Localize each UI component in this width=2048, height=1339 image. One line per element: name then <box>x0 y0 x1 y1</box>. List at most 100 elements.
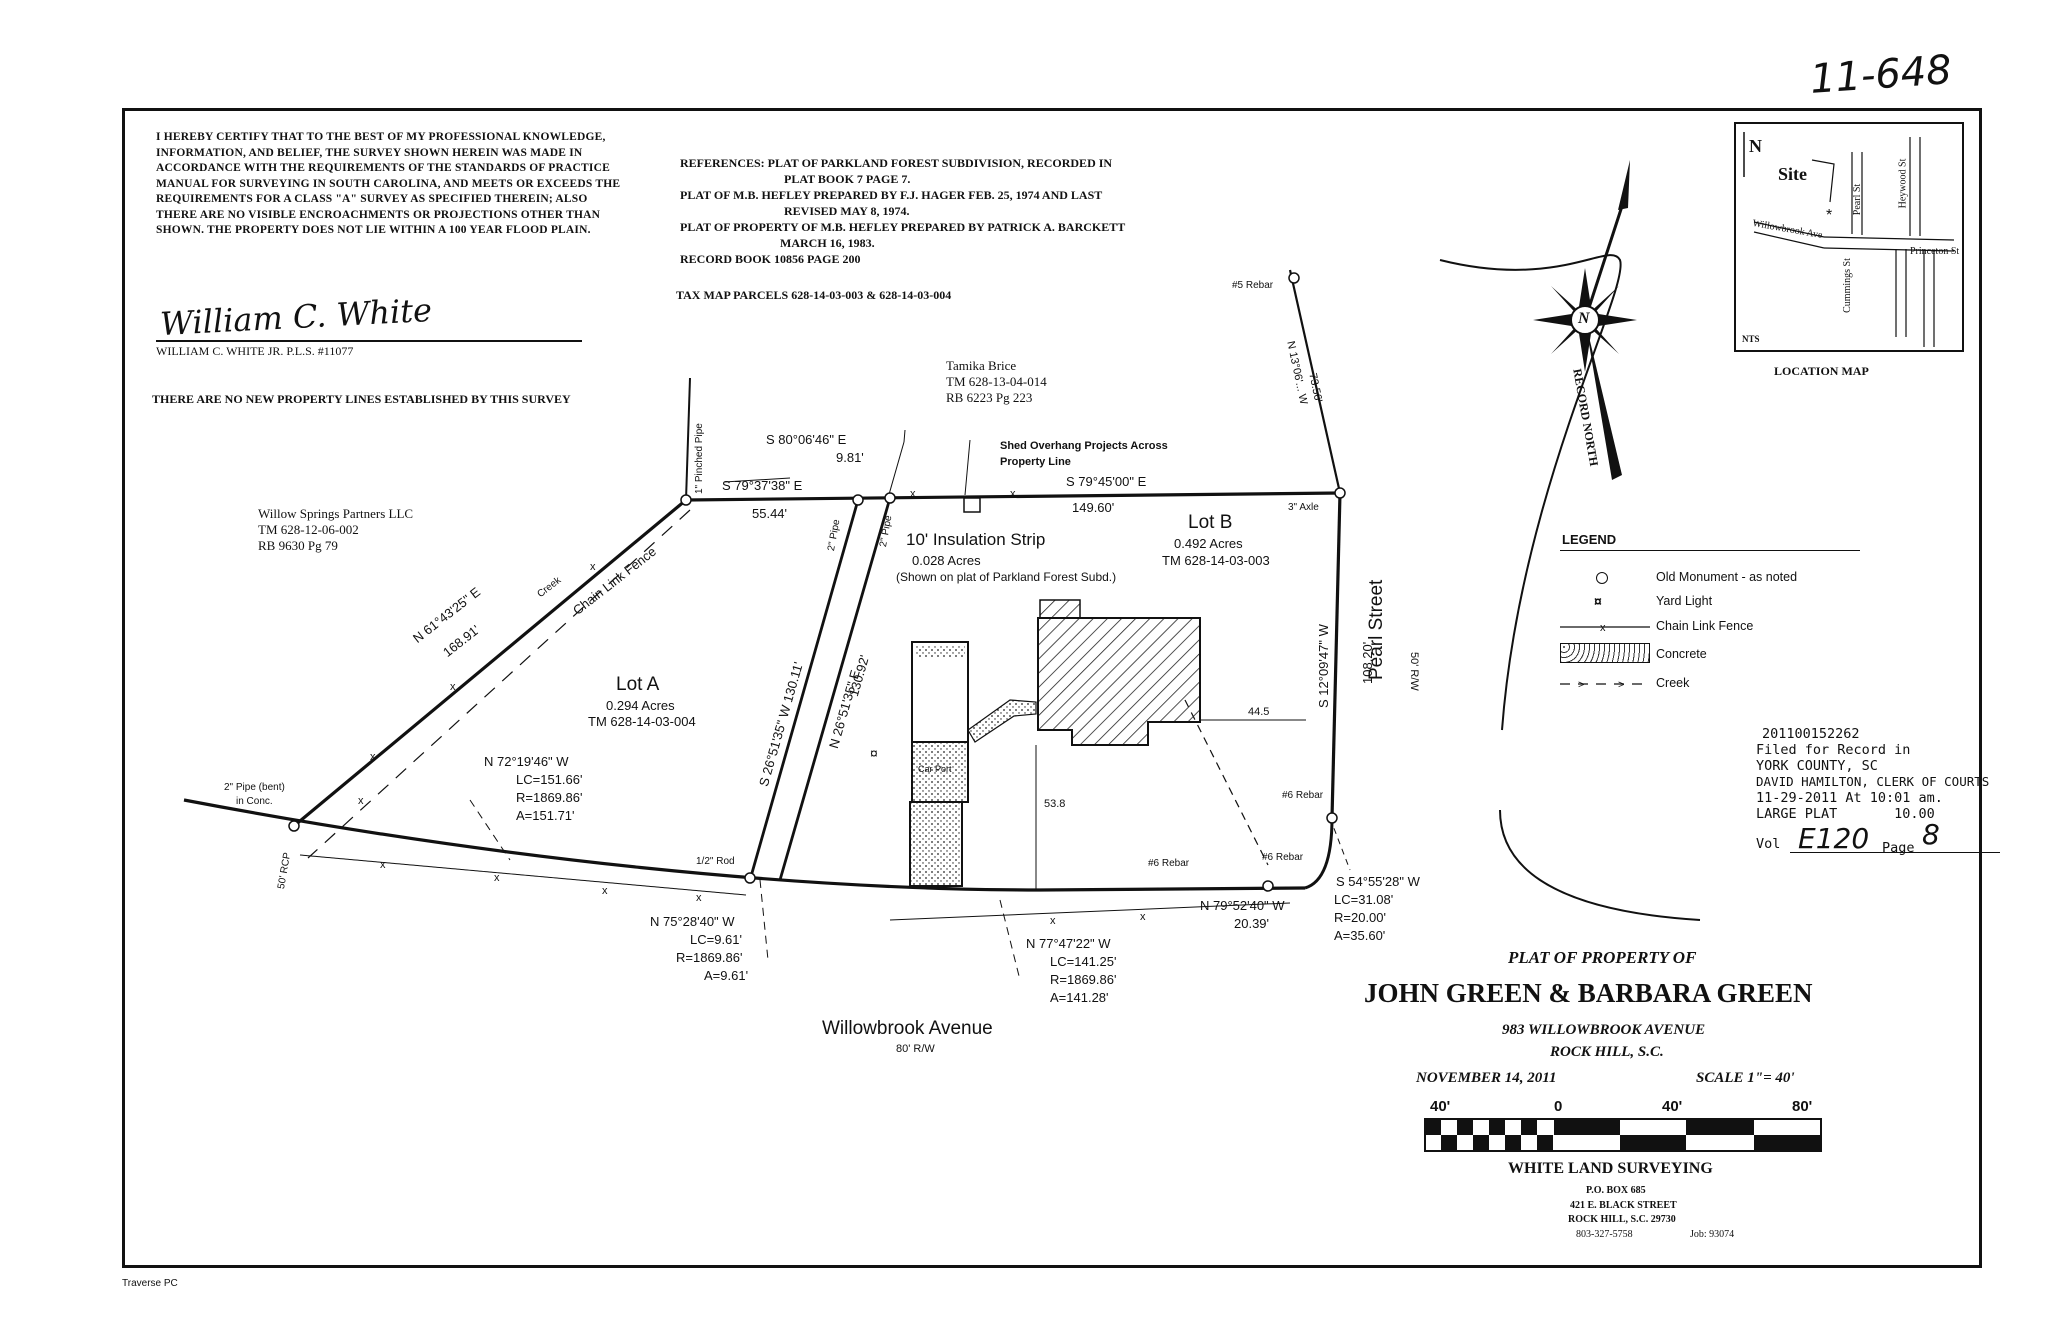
strip-label: 10' Insulation Strip <box>906 530 1046 549</box>
lot-a-tm: TM 628-14-03-004 <box>588 714 696 729</box>
scale-label-1: 0 <box>1554 1098 1563 1115</box>
curve-c2-3: A=9.61' <box>704 968 749 983</box>
bearing-b3: S 79°45'00" E <box>1066 474 1147 489</box>
curve-c2-0: N 75°28'40" W <box>650 914 735 929</box>
lot-b-tm: TM 628-14-03-003 <box>1162 553 1270 568</box>
location-map-nts: NTS <box>1742 334 1760 344</box>
title-scale: SCALE 1"= 40' <box>1696 1070 1795 1086</box>
company-street: 421 E. BLACK STREET <box>1570 1200 1677 1211</box>
company-city: ROCK HILL, S.C. 29730 <box>1568 1214 1676 1225</box>
note-rebar6c: #6 Rebar <box>1282 790 1324 801</box>
references-line6: MARCH 16, 1983. <box>780 236 875 250</box>
bearing-b7: S 12°09'47" W <box>1316 624 1331 708</box>
site-marker-icon: * <box>1826 207 1832 224</box>
bearing-b7-dist: 108.20' <box>1360 641 1375 684</box>
bearing-b2-dist: 55.44' <box>752 506 788 521</box>
note-pinched: 1" Pinched Pipe <box>694 423 705 494</box>
legend-fence-label: Chain Link Fence <box>1656 619 1754 633</box>
legend-yard-light-icon: ¤ <box>1594 593 1602 609</box>
company-name: WHITE LAND SURVEYING <box>1508 1160 1713 1177</box>
bearing-b3-dist: 149.60' <box>1072 500 1115 515</box>
title-heading: PLAT OF PROPERTY OF <box>1508 948 1697 967</box>
note-rod: 1/2" Rod <box>696 856 735 867</box>
references-line4: REVISED MAY 8, 1974. <box>784 204 910 218</box>
vol-value: E120 <box>1798 822 1870 855</box>
street-heywood: Heywood St <box>1897 158 1909 209</box>
title-date: NOVEMBER 14, 2011 <box>1416 1070 1557 1086</box>
curve-c3-1: LC=141.25' <box>1050 954 1117 969</box>
surveyor-name: WILLIAM C. WHITE JR. P.L.S. #11077 <box>156 344 354 358</box>
scale-bar <box>1424 1118 1822 1152</box>
note-pipe-bent: 2" Pipe (bent) <box>224 782 285 793</box>
bearing-b9-dist: 20.39' <box>1234 916 1270 931</box>
street-cummings: Cummings St <box>1841 258 1853 313</box>
location-map-site: Site <box>1778 164 1807 184</box>
recording-stamp-line-4: 11-29-2011 At 10:01 am. <box>1756 790 1943 806</box>
strip-note: (Shown on plat of Parkland Forest Subd.) <box>896 570 1117 584</box>
svg-text:>: > <box>1578 679 1584 691</box>
lot-b-acres: 0.492 Acres <box>1174 536 1243 551</box>
footer-traverse: Traverse PC <box>122 1278 178 1289</box>
note-axle: 3" Axle <box>1288 502 1319 513</box>
curve-c1-1: LC=151.66' <box>516 772 583 787</box>
title-owners: JOHN GREEN & BARBARA GREEN <box>1364 978 1813 1008</box>
street-princeton: Princeton St <box>1910 246 1960 257</box>
legend-creek-label: Creek <box>1656 676 1690 690</box>
svg-text:x: x <box>1600 622 1606 634</box>
curve-c3-2: R=1869.86' <box>1050 972 1117 987</box>
certification-text: I HEREBY CERTIFY THAT TO THE BEST OF MY … <box>156 131 621 236</box>
note-in-conc: in Conc. <box>236 796 273 807</box>
scale-label-0: 40' <box>1430 1098 1451 1115</box>
neighbor-brice-1: TM 628-13-04-014 <box>946 374 1047 389</box>
title-address2: ROCK HILL, S.C. <box>1550 1044 1664 1060</box>
neighbor-willow-2: RB 9630 Pg 79 <box>258 538 338 553</box>
references-line1: REFERENCES: PLAT OF PARKLAND FOREST SUBD… <box>680 156 1113 170</box>
curve-c2-1: LC=9.61' <box>690 932 742 947</box>
note-carport: Car Port <box>918 764 952 774</box>
bearing-b1-dist: 9.81' <box>836 450 864 465</box>
legend-divider <box>1560 550 1860 551</box>
north-arrow-icon <box>1533 160 1637 480</box>
location-map <box>1734 122 1964 352</box>
willowbrook-rw: 80' R/W <box>896 1043 935 1055</box>
handwritten-id: 11-648 <box>1808 47 1954 103</box>
title-address1: 983 WILLOWBROOK AVENUE <box>1502 1022 1706 1038</box>
tax-map-parcels: TAX MAP PARCELS 628-14-03-003 & 628-14-0… <box>676 288 952 302</box>
neighbor-willow-1: TM 628-12-06-002 <box>258 522 359 537</box>
note-shed: Shed Overhang Projects Across <box>1000 440 1168 452</box>
recording-stamp-line-1: Filed for Record in <box>1756 742 1911 758</box>
dim-53: 53.8 <box>1044 798 1066 810</box>
svg-text:>: > <box>1618 679 1624 691</box>
curve-c3-3: A=141.28' <box>1050 990 1109 1005</box>
vol-underline <box>1790 852 2000 853</box>
legend-concrete-label: Concrete <box>1656 647 1707 661</box>
location-map-title: LOCATION MAP <box>1774 364 1869 378</box>
legend-title: LEGEND <box>1562 532 1617 547</box>
company-phone: 803-327-5758 <box>1576 1229 1633 1240</box>
legend-old-monument-icon <box>1596 572 1608 584</box>
scale-label-2: 40' <box>1662 1098 1683 1115</box>
compass-n: N <box>1578 310 1590 327</box>
strip-acres: 0.028 Acres <box>912 553 981 568</box>
neighbor-brice-0: Tamika Brice <box>946 358 1017 373</box>
recording-stamp-line-0: 201100152262 <box>1762 726 1860 742</box>
location-map-north: N <box>1749 136 1762 156</box>
note-rebar6a: #6 Rebar <box>1148 858 1190 869</box>
recording-stamp-line-3: DAVID HAMILTON, CLERK OF COURTS <box>1756 774 1990 789</box>
pearl-street-edge <box>1439 254 1701 921</box>
legend-fence-icon: x <box>1560 622 1650 634</box>
scale-label-3: 80' <box>1792 1098 1813 1115</box>
street-pearl: Pearl St <box>1852 183 1864 216</box>
bearing-b1: S 80°06'46" E <box>766 432 847 447</box>
note-rebar5: #5 Rebar <box>1232 280 1274 291</box>
neighbor-brice-2: RB 6223 Pg 223 <box>946 390 1033 405</box>
references-line2: PLAT BOOK 7 PAGE 7. <box>784 172 911 186</box>
curve-c4-2: R=20.00' <box>1334 910 1386 925</box>
curve-c4-3: A=35.60' <box>1334 928 1386 943</box>
page-label: Page <box>1882 840 1915 856</box>
legend-concrete-icon <box>1560 643 1650 663</box>
bearing-b2: S 79°37'38" E <box>722 478 803 493</box>
recording-stamp-line-2: YORK COUNTY, SC <box>1756 758 1878 774</box>
page-value: 8 <box>1922 818 1940 851</box>
dim-44: 44.5 <box>1248 706 1270 718</box>
